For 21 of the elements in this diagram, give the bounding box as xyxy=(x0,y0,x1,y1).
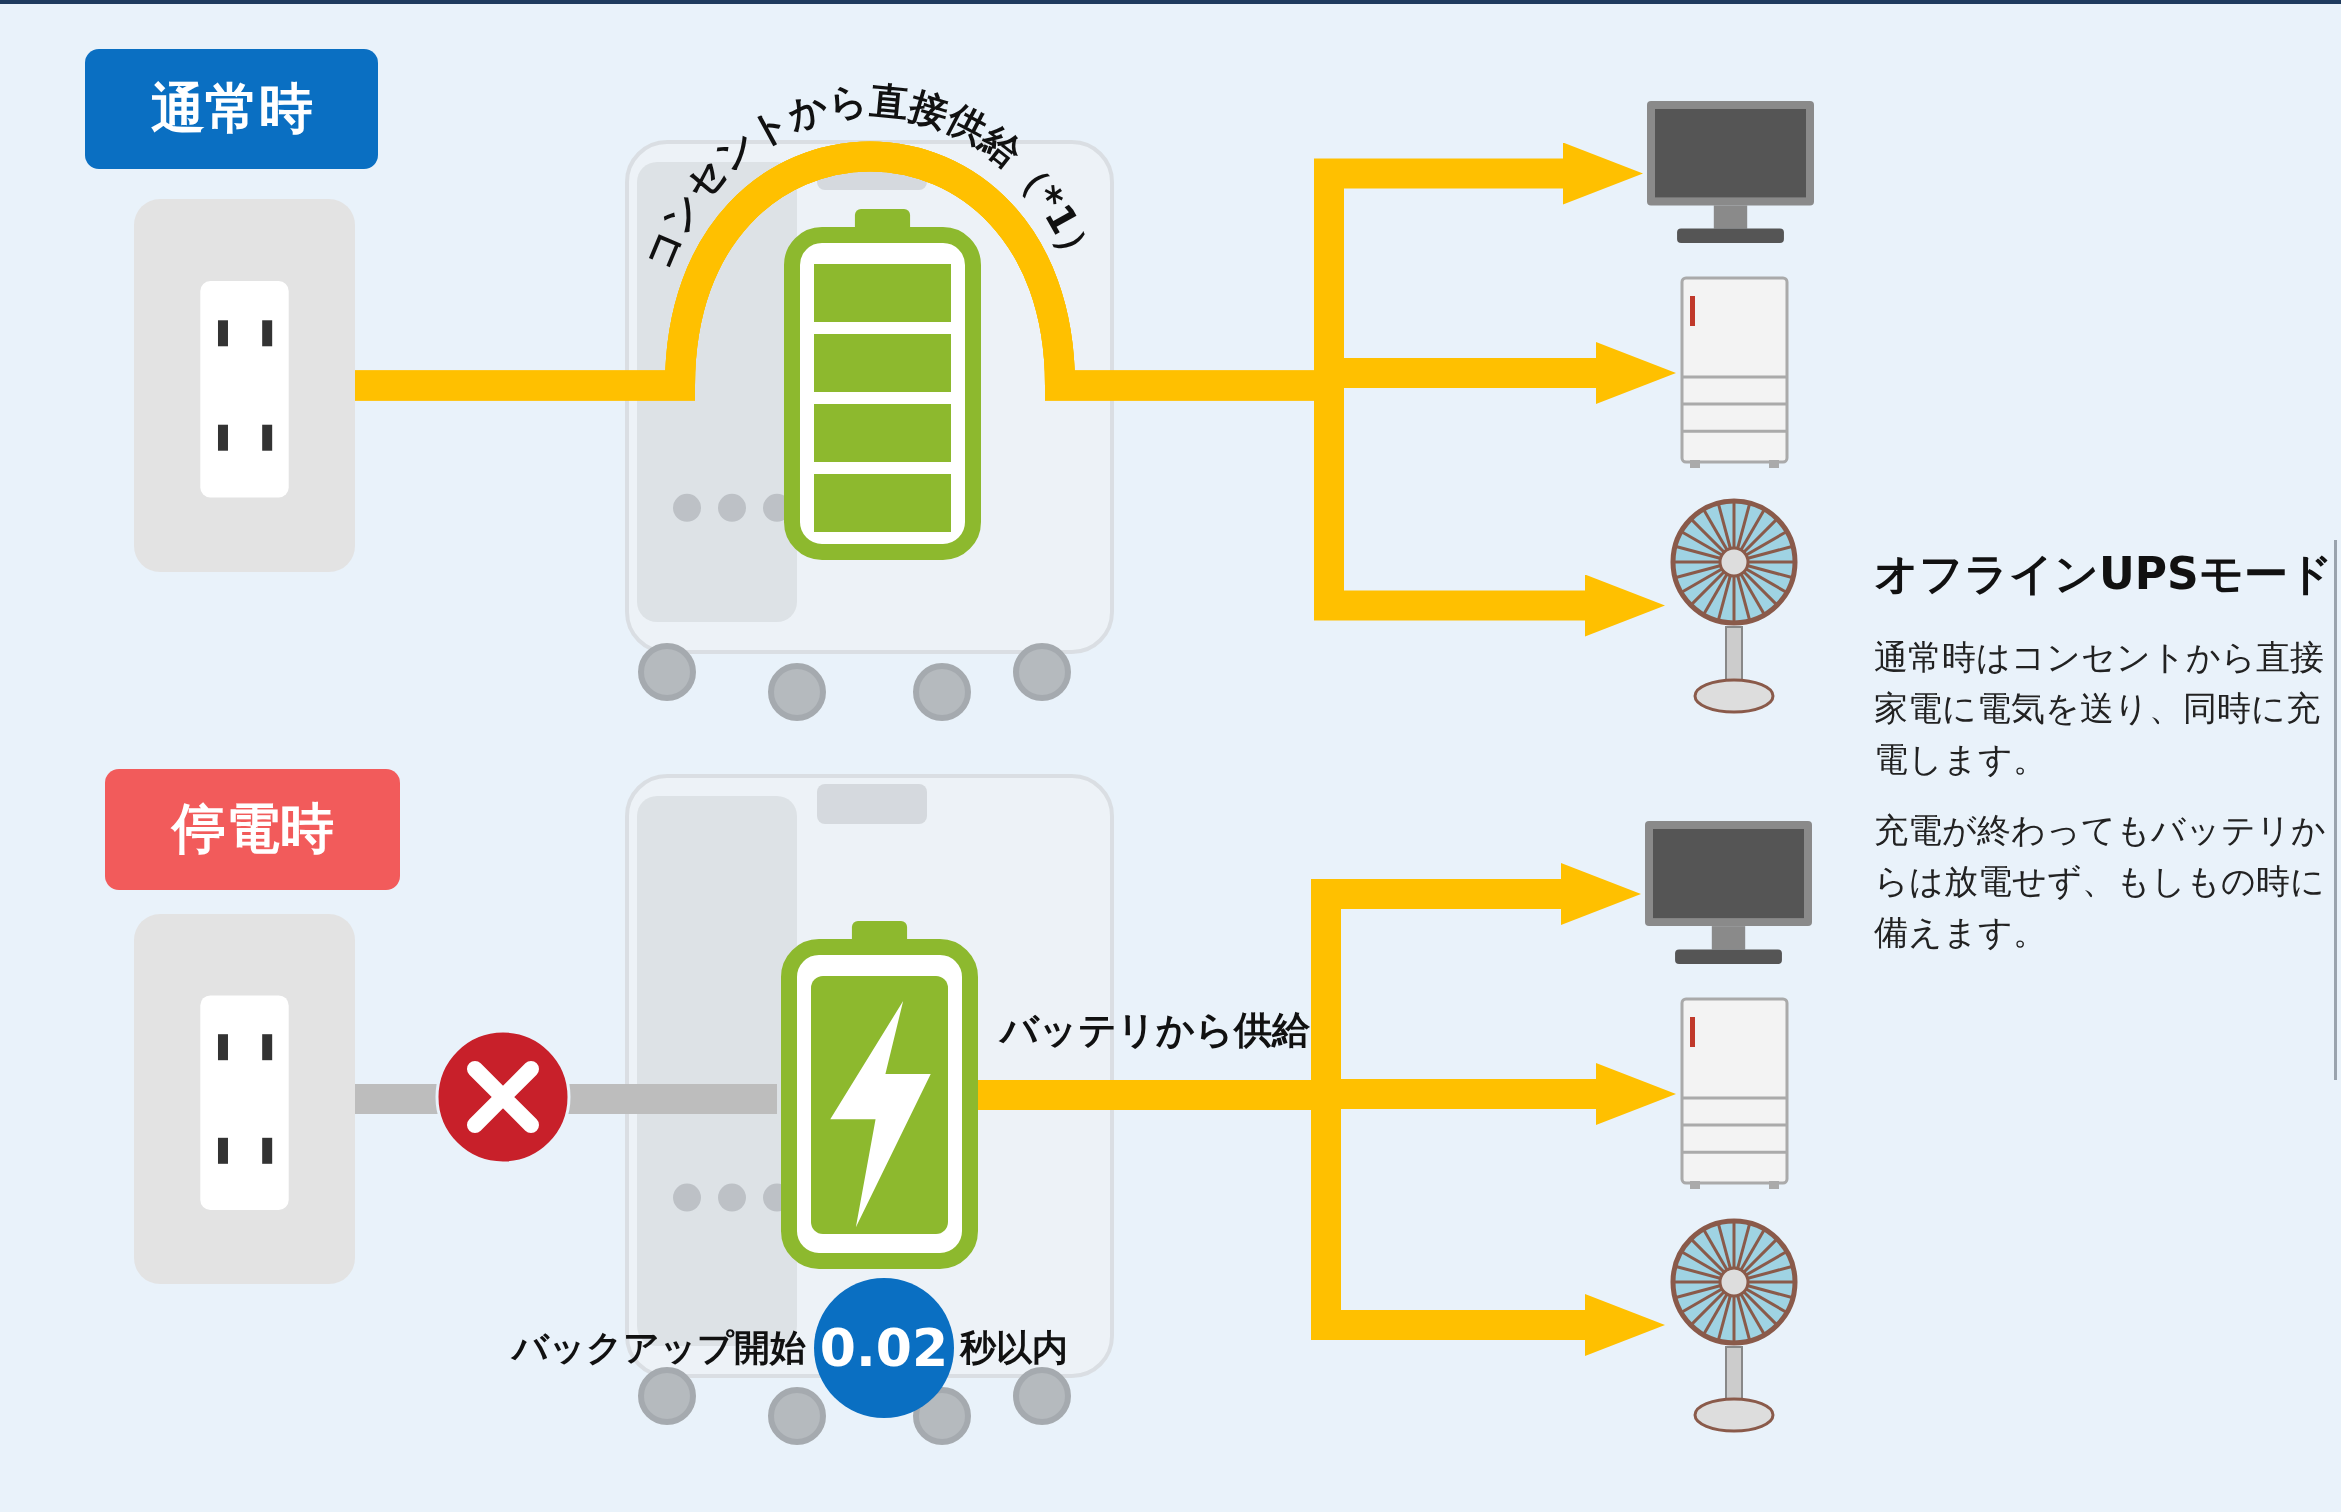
edge-label: コンセントから直接供給（*1） xyxy=(636,78,1104,276)
tv-icon xyxy=(1645,821,1812,967)
refrigerator-icon xyxy=(1680,997,1789,1191)
mode-badge: 停電時 xyxy=(105,769,400,890)
fan-icon xyxy=(1669,1217,1799,1433)
tv-icon xyxy=(1647,101,1814,246)
battery-icon xyxy=(784,209,981,560)
paragraph: 充電が終わってもバッテリからは放電せず、もしもの時に備えます。 xyxy=(1874,809,2327,954)
paragraph: 通常時はコンセントから直接家電に電気を送り、同時に充電します。 xyxy=(1874,636,2325,781)
battery-icon xyxy=(781,921,978,1269)
outlet-drawing xyxy=(134,914,355,1284)
mode-badge: 通常時 xyxy=(85,49,378,169)
caption-text: 秒以内 xyxy=(960,1326,1068,1370)
heading: オフラインUPSモード xyxy=(1874,547,2333,601)
fan-icon xyxy=(1669,497,1799,714)
time-badge: 0.02 xyxy=(814,1278,954,1418)
arrow xyxy=(355,141,1665,637)
edge-label: バッテリから供給 xyxy=(1000,1007,1310,1054)
caption-text: バックアップ開始 xyxy=(512,1326,806,1370)
outlet-drawing xyxy=(134,199,355,572)
refrigerator-icon xyxy=(1680,276,1789,470)
